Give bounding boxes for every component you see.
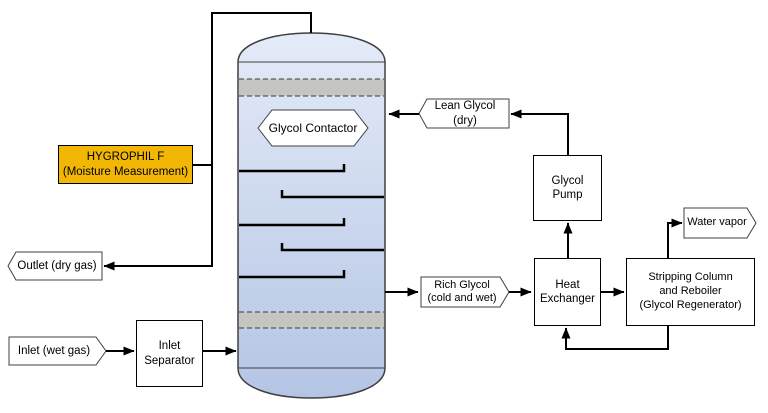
top-packing-band: [239, 79, 384, 96]
tray-2: [280, 190, 384, 199]
stripping-column-box: Stripping Column and Reboiler (Glycol Re…: [626, 258, 755, 326]
dry-gas-outlet-pipe: [103, 12, 312, 271]
glycol-contactor-hexagon: [257, 109, 369, 147]
rich-glycol-shape: [420, 276, 510, 308]
inlet-wet-gas-shape: [8, 336, 107, 366]
hygrophil-device-box: HYGROPHIL F (Moisture Measurement): [58, 145, 193, 184]
inlet-separator-box: Inlet Separator: [136, 320, 203, 387]
stripping-to-heat-exchanger-return-line: [561, 326, 669, 350]
bottom-packing-band: [239, 312, 384, 328]
bottom-packing-band-border: [239, 311, 384, 329]
tray-1: [239, 164, 346, 173]
pump-to-lean-glycol-line: [510, 109, 569, 155]
tray-5: [239, 270, 346, 279]
top-packing-band-border: [239, 78, 384, 97]
tray-4: [280, 243, 384, 252]
water-vapor-shape: [683, 207, 757, 239]
lean-glycol-shape: [418, 98, 510, 129]
tray-3: [239, 218, 346, 227]
outlet-dry-gas-shape: [7, 251, 103, 281]
heat-exchanger-box: Heat Exchanger: [534, 258, 601, 326]
glycol-pump-box: Glycol Pump: [533, 155, 602, 221]
stripping-to-water-vapor-line: [667, 218, 683, 258]
